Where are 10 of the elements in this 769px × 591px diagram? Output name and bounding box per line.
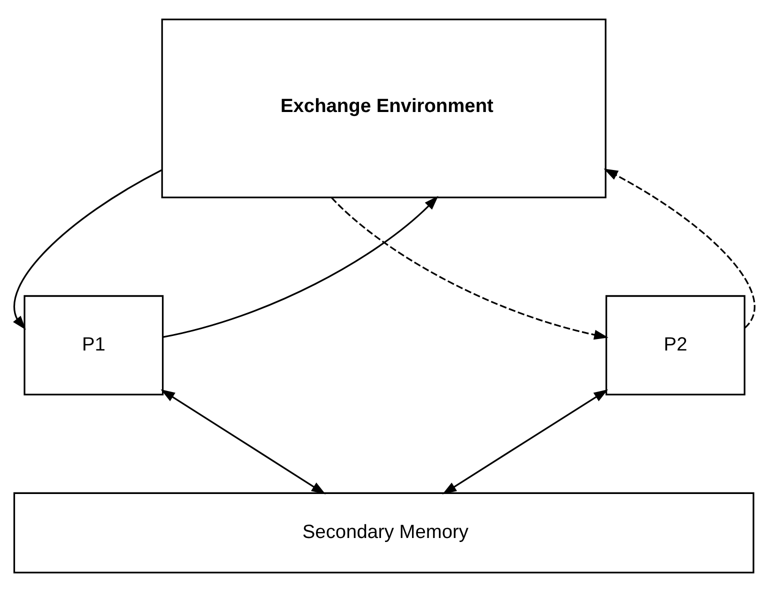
node-box: Exchange Environment <box>161 18 606 198</box>
arrow <box>13 168 162 330</box>
arrow <box>604 168 756 328</box>
arrow <box>442 388 608 494</box>
node-box: P2 <box>605 294 746 395</box>
arrow <box>331 196 608 340</box>
node-box: Secondary Memory <box>13 492 754 573</box>
arrow <box>162 195 438 338</box>
node-box: P1 <box>24 294 164 395</box>
arrow <box>160 388 326 494</box>
